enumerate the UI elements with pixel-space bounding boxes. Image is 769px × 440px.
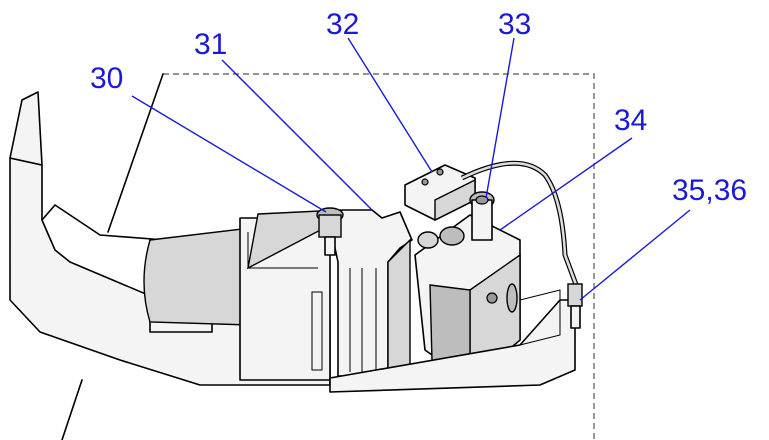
ring-a: [417, 231, 439, 249]
block-slot: [311, 291, 323, 371]
housing-hole: [486, 292, 498, 304]
fitting-body: [471, 199, 493, 241]
end-fitting: [567, 283, 583, 307]
dashed-frame: [163, 73, 595, 440]
end-fitting-nut: [570, 305, 581, 329]
left-bracket-top: [9, 91, 43, 166]
screw-b: [436, 168, 444, 176]
callout-34: 34: [614, 104, 648, 137]
callout-33: 33: [498, 8, 532, 41]
knob-body: [318, 214, 342, 238]
clamp-lines: [349, 268, 377, 372]
background-edge-lower: [61, 379, 83, 440]
leader-30: [131, 95, 327, 213]
fitting-hole: [475, 195, 489, 205]
leader-33: [485, 37, 515, 199]
block-inner: [247, 232, 318, 269]
callout-31: 31: [194, 28, 228, 61]
motor-body: [143, 227, 251, 326]
knob-stem: [324, 236, 336, 256]
leader-31: [221, 59, 373, 211]
ring-b: [439, 226, 465, 246]
leader-35-36: [579, 209, 691, 301]
callout-32: 32: [326, 8, 360, 41]
tray: [329, 299, 576, 393]
left-bracket-inner: [41, 204, 166, 241]
background-edge: [107, 73, 164, 233]
tray-lip: [519, 289, 561, 346]
callout-30: 30: [90, 62, 124, 95]
callout-35-36: 35,36: [672, 174, 748, 207]
housing-port: [506, 283, 518, 313]
leader-34: [499, 137, 633, 231]
clamp-side: [387, 238, 411, 377]
leader-32: [347, 37, 433, 173]
screw-a: [421, 178, 429, 186]
tube-inner: [461, 161, 580, 291]
